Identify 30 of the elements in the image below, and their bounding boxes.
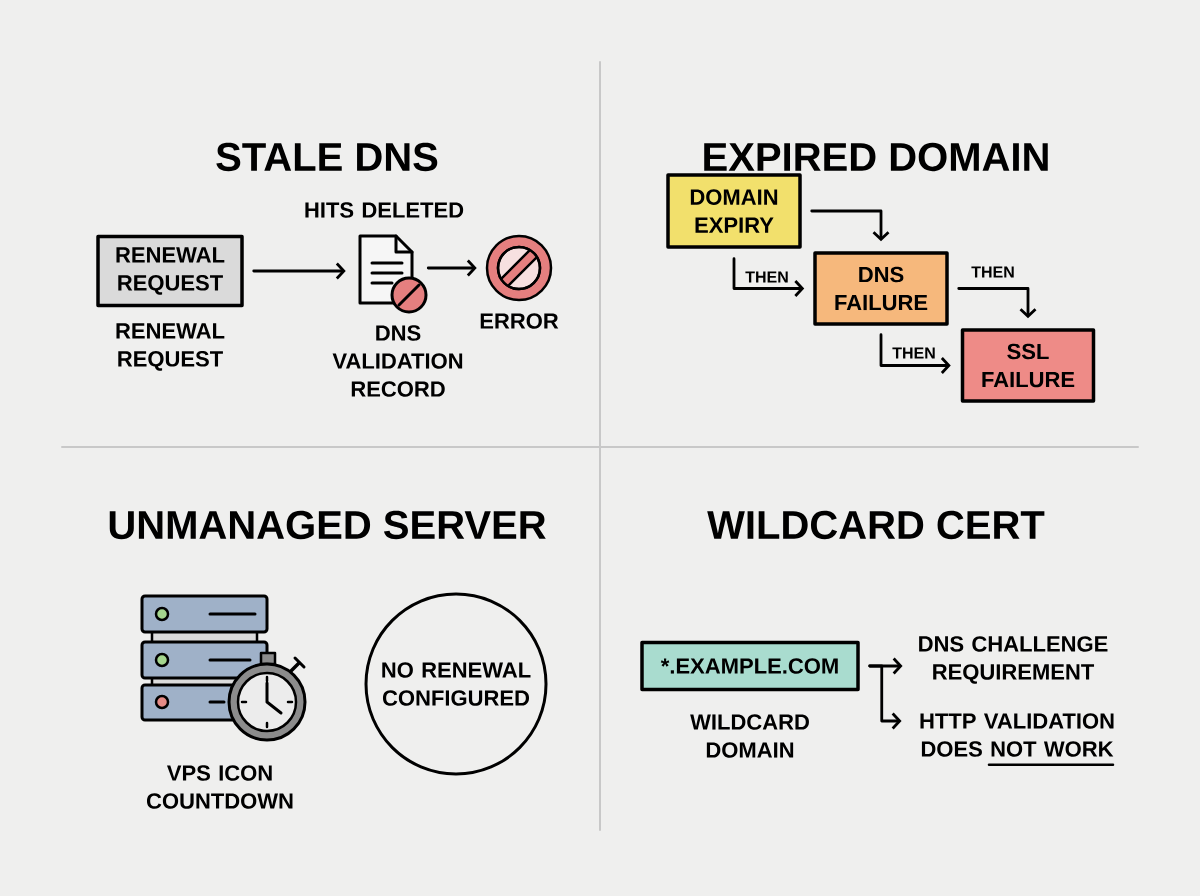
arrow (957, 287, 1037, 319)
request-box: RENEWAL REQUEST (96, 234, 244, 308)
prohibition-icon (485, 234, 553, 302)
node-label: RENEWAL REQUEST (116, 323, 225, 371)
server-stopwatch-icon (140, 594, 307, 742)
node-label: ERROR (480, 313, 559, 329)
arrow (426, 259, 477, 277)
status-box: SSL FAILURE (960, 328, 1096, 403)
section-title: STALE DNS (216, 142, 438, 172)
arrow (732, 257, 805, 297)
domain-box: *.EXAMPLE.COM (640, 640, 860, 692)
arrow (252, 262, 346, 280)
node-label: WILDCARD DOMAIN (690, 714, 809, 758)
edge-label: THEN (890, 346, 938, 360)
status-box: DOMAIN EXPIRY (666, 173, 802, 249)
node-label: DNS VALIDATION RECORD (332, 325, 463, 397)
section-title: EXPIRED DOMAIN (704, 142, 1048, 172)
edge-label: THEN (743, 270, 791, 284)
note-text: HTTP VALIDATION DOES NOT WORK (920, 713, 1114, 757)
arrow (879, 333, 951, 374)
note-text: DNS CHALLENGE REQUIREMENT (919, 636, 1108, 684)
node-label: HITS DELETED (305, 202, 464, 218)
section-title: UNMANAGED SERVER (109, 510, 546, 540)
arrow (868, 664, 902, 730)
arrow (810, 209, 890, 242)
document-icon (358, 234, 428, 314)
status-box: DNS FAILURE (813, 251, 949, 326)
edge-label: THEN (969, 265, 1017, 279)
node-label: VPS ICON COUNTDOWN (146, 765, 293, 809)
section-title: WILDCARD CERT (707, 510, 1045, 540)
